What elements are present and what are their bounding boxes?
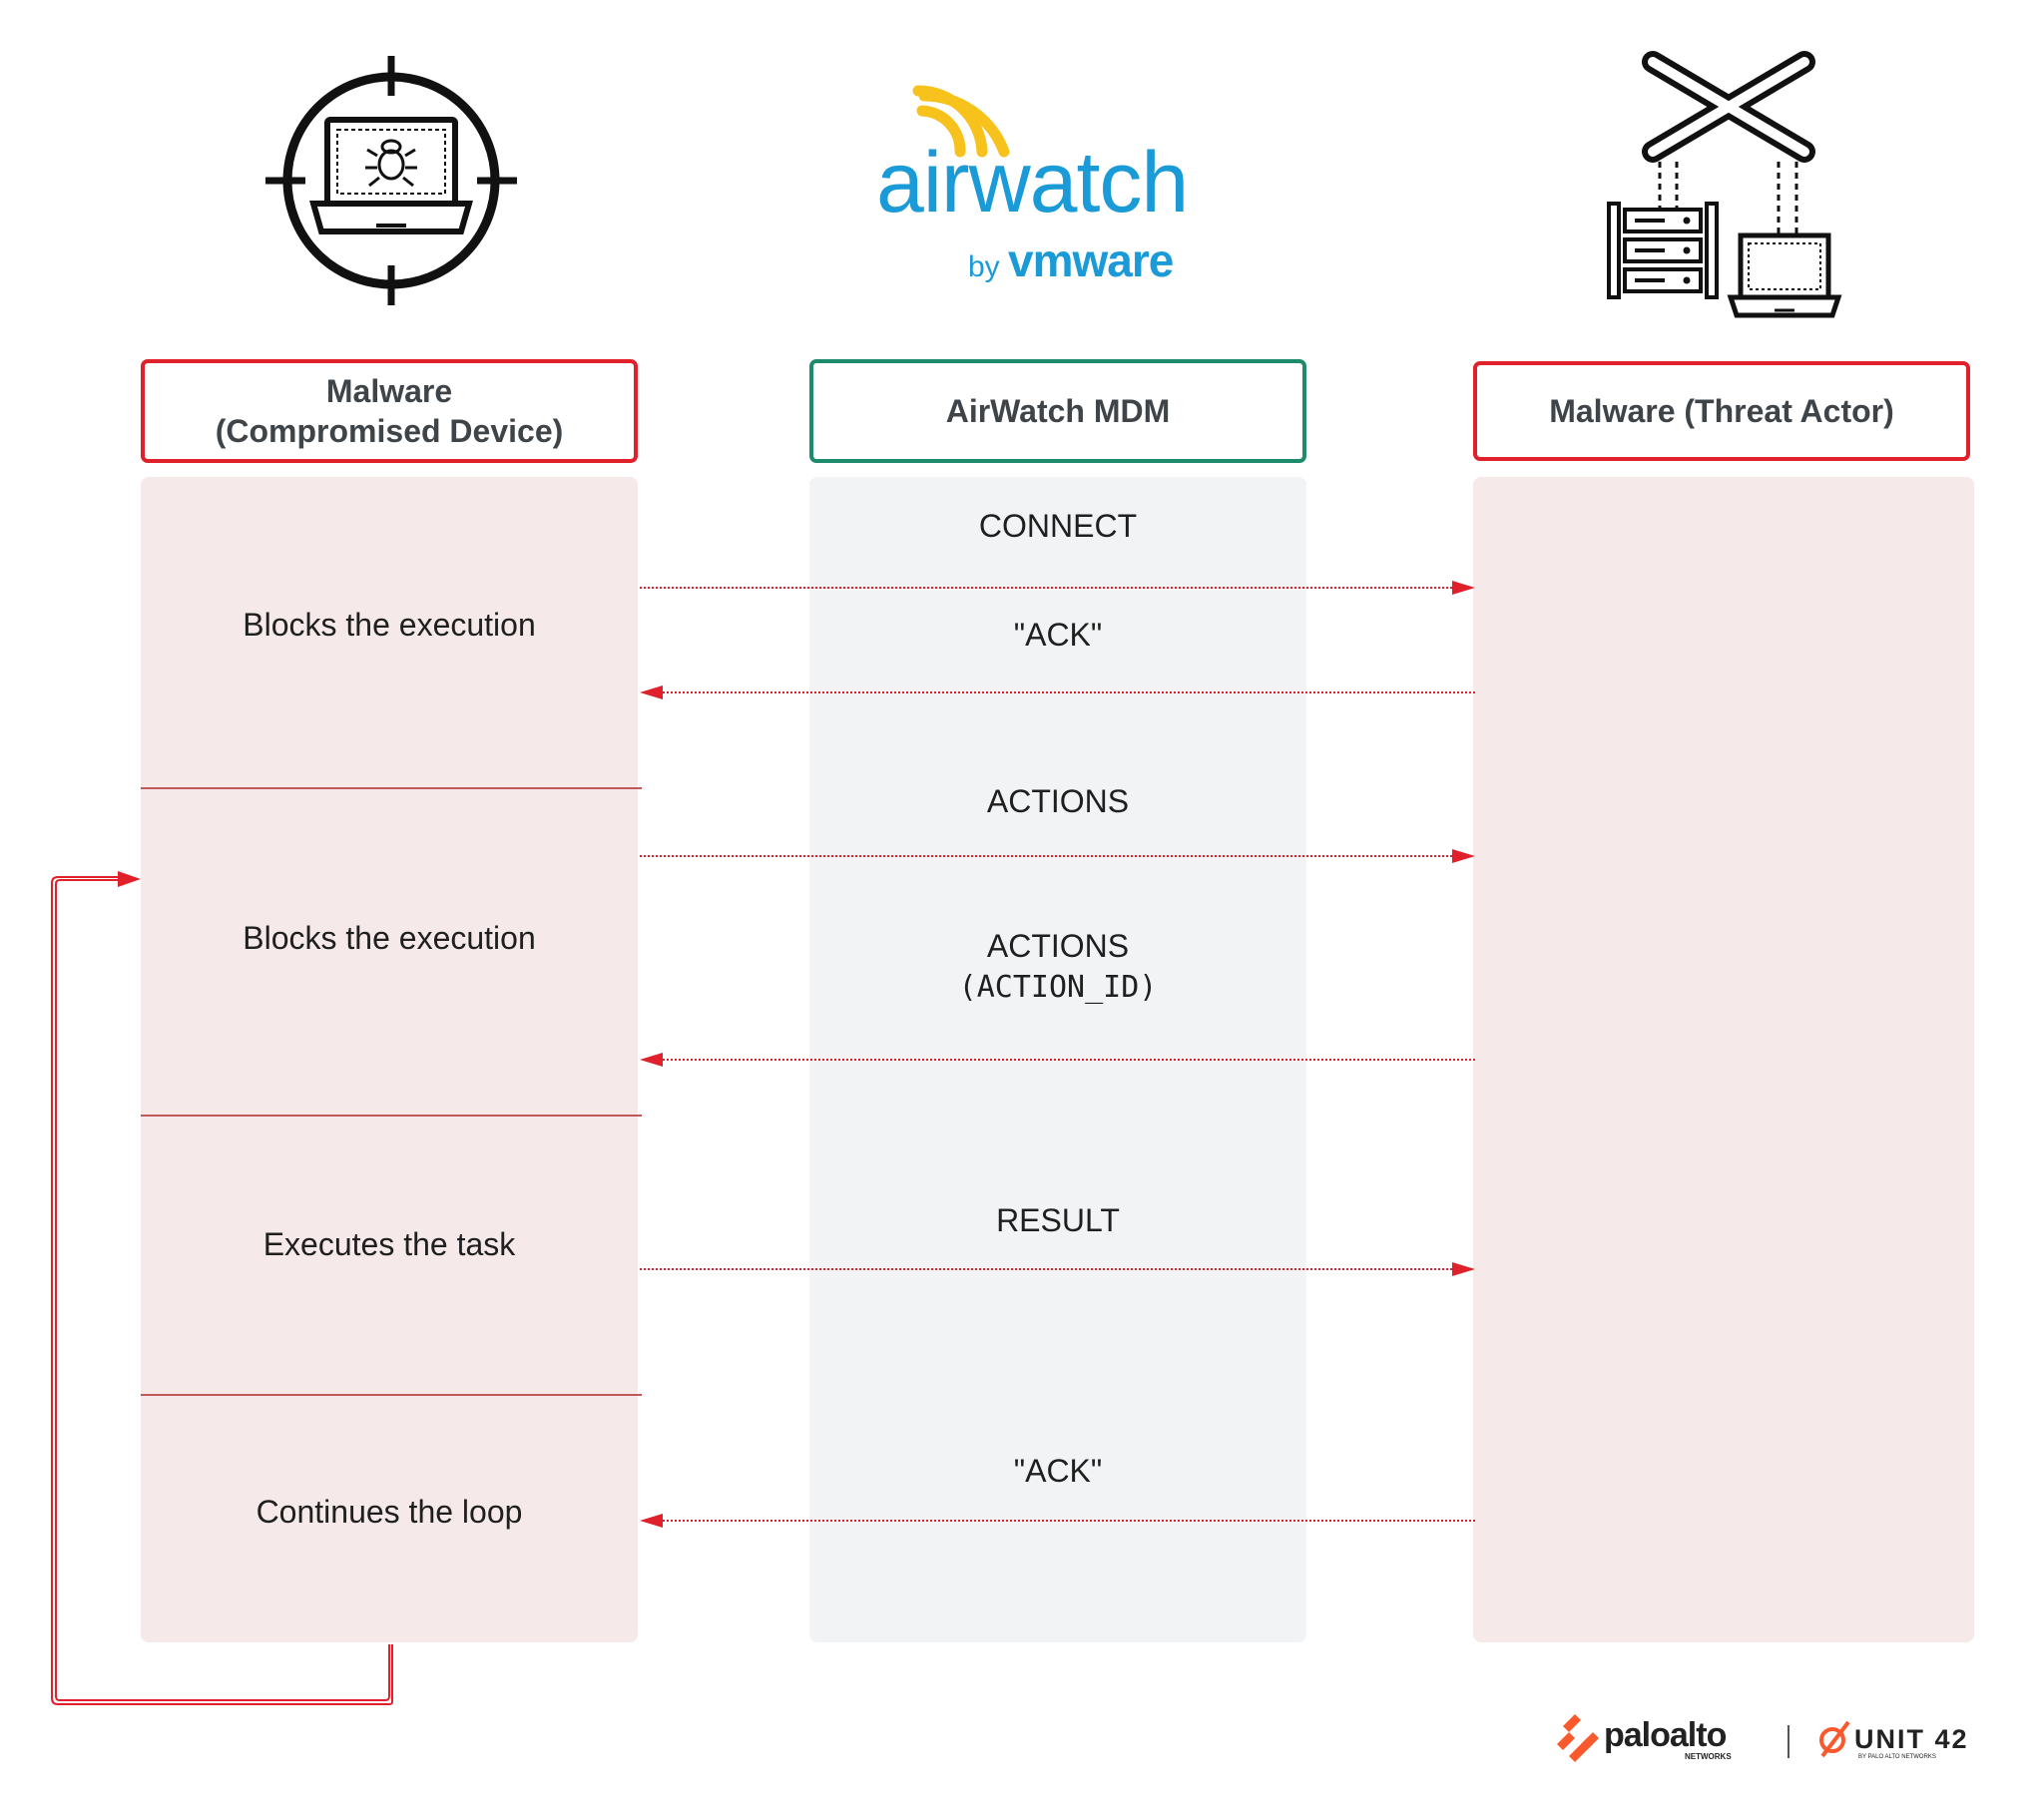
vmware-logo-text: vmware <box>1008 234 1174 286</box>
device-step-3: Executes the task <box>262 1226 516 1262</box>
compromised-device-title-line2: (Compromised Device) <box>215 413 564 449</box>
airwatch-logo-text: airwatch <box>876 135 1189 230</box>
compromised-device-header: Malware (Compromised Device) <box>141 359 638 463</box>
paloalto-logo: paloalto <box>1604 1716 1727 1754</box>
step-divider <box>141 1115 642 1117</box>
loop-back-line <box>51 876 393 1705</box>
unit42-sub: BY PALO ALTO NETWORKS <box>1858 1754 1936 1760</box>
compromised-laptop-icon <box>265 56 517 305</box>
message-ack-1: "ACK" <box>1013 617 1103 653</box>
unit42-logo: UNIT 42 <box>1854 1724 1969 1754</box>
airwatch-by-text: by <box>968 250 1000 283</box>
airwatch-mdm-header: AirWatch MDM <box>809 359 1306 463</box>
message-actions-id-line1: ACTIONS <box>986 928 1130 964</box>
paloalto-brand: paloalto <box>1604 1716 1727 1754</box>
paloalto-logo-icon <box>1557 1714 1599 1762</box>
airwatch-mdm-title: AirWatch MDM <box>945 393 1171 429</box>
message-result: RESULT <box>996 1202 1120 1238</box>
threat-actor-header: Malware (Threat Actor) <box>1473 361 1970 461</box>
arrowhead-right <box>1452 1262 1475 1276</box>
message-ack-2: "ACK" <box>1013 1453 1103 1489</box>
compromised-device-title-line1: Malware <box>325 373 453 409</box>
airwatch-by: by vmware <box>968 234 1174 286</box>
paloalto-sub: NETWORKS <box>1685 1752 1732 1761</box>
arrowhead-right <box>1452 581 1475 595</box>
airwatch-signal-icon <box>912 85 1010 158</box>
arrowhead-right <box>1452 849 1475 863</box>
message-connect: CONNECT <box>978 508 1138 544</box>
message-actions-id: ACTIONS (ACTION_ID) <box>809 926 1306 1007</box>
device-lane <box>141 477 638 1642</box>
actor-lane <box>1473 477 1974 1642</box>
unit42-logo-icon <box>1819 1720 1850 1758</box>
step-divider <box>141 1394 642 1396</box>
arrowhead-left <box>640 685 663 699</box>
threat-actor-icon <box>1607 51 1842 318</box>
arrowhead-left <box>640 1053 663 1067</box>
airwatch-logo: airwatch <box>876 140 1216 226</box>
arrowhead-left <box>640 1514 663 1528</box>
loop-arrowhead <box>118 871 141 887</box>
message-actions-id-line2: (ACTION_ID) <box>958 969 1158 1005</box>
threat-actor-title: Malware (Threat Actor) <box>1549 393 1894 429</box>
message-actions: ACTIONS <box>986 783 1130 819</box>
device-step-4: Continues the loop <box>256 1494 523 1530</box>
device-step-2: Blocks the execution <box>243 920 536 956</box>
step-divider <box>141 787 642 789</box>
device-step-1: Blocks the execution <box>243 607 536 643</box>
